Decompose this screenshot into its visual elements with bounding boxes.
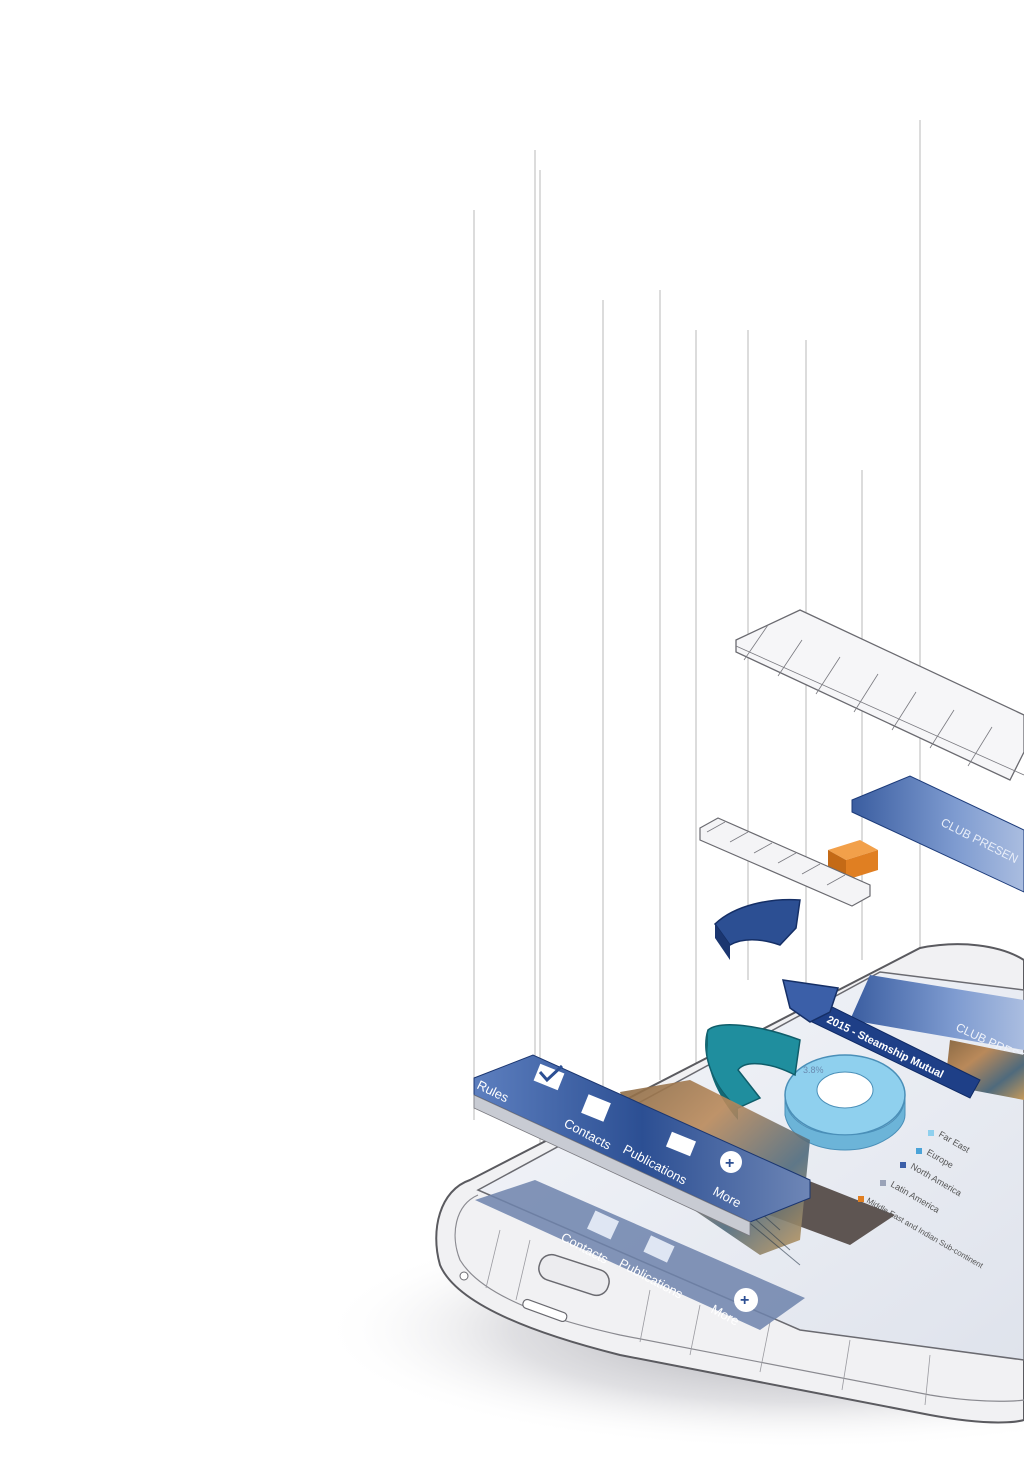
- contacts-icon: [581, 1094, 611, 1122]
- plus-icon: [720, 1151, 742, 1173]
- svg-text:+: +: [740, 1292, 749, 1309]
- vertical-guide-lines: [473, 120, 921, 1260]
- donut-chart: 3.8%: [784, 1054, 906, 1151]
- publications-icon: [665, 1131, 697, 1157]
- more-icon-lower: [734, 1288, 758, 1312]
- nav-contacts-icon-lower: [586, 1210, 620, 1240]
- large-grid-panel: [735, 609, 1024, 781]
- donut-slice-label: 3.8%: [803, 1065, 824, 1075]
- blue-arc-segment-lower: [782, 979, 839, 1023]
- speaker-port: [522, 1298, 568, 1323]
- screen-header: CLUB PRESENTATION: [850, 975, 1024, 1100]
- small-grid-strip: [699, 817, 871, 907]
- svg-text:+: +: [725, 1155, 734, 1172]
- blue-arc-segment-upper: [714, 898, 801, 946]
- teal-arc-segment: [705, 1024, 801, 1109]
- home-button[interactable]: [536, 1252, 613, 1299]
- microphone-hole: [459, 1271, 469, 1281]
- nav-publications-icon-lower: [643, 1235, 675, 1263]
- floating-nav-bar: Rules Contacts Publications + More: [473, 1054, 811, 1237]
- floating-header-bar: CLUB PRESEN: [851, 775, 1024, 893]
